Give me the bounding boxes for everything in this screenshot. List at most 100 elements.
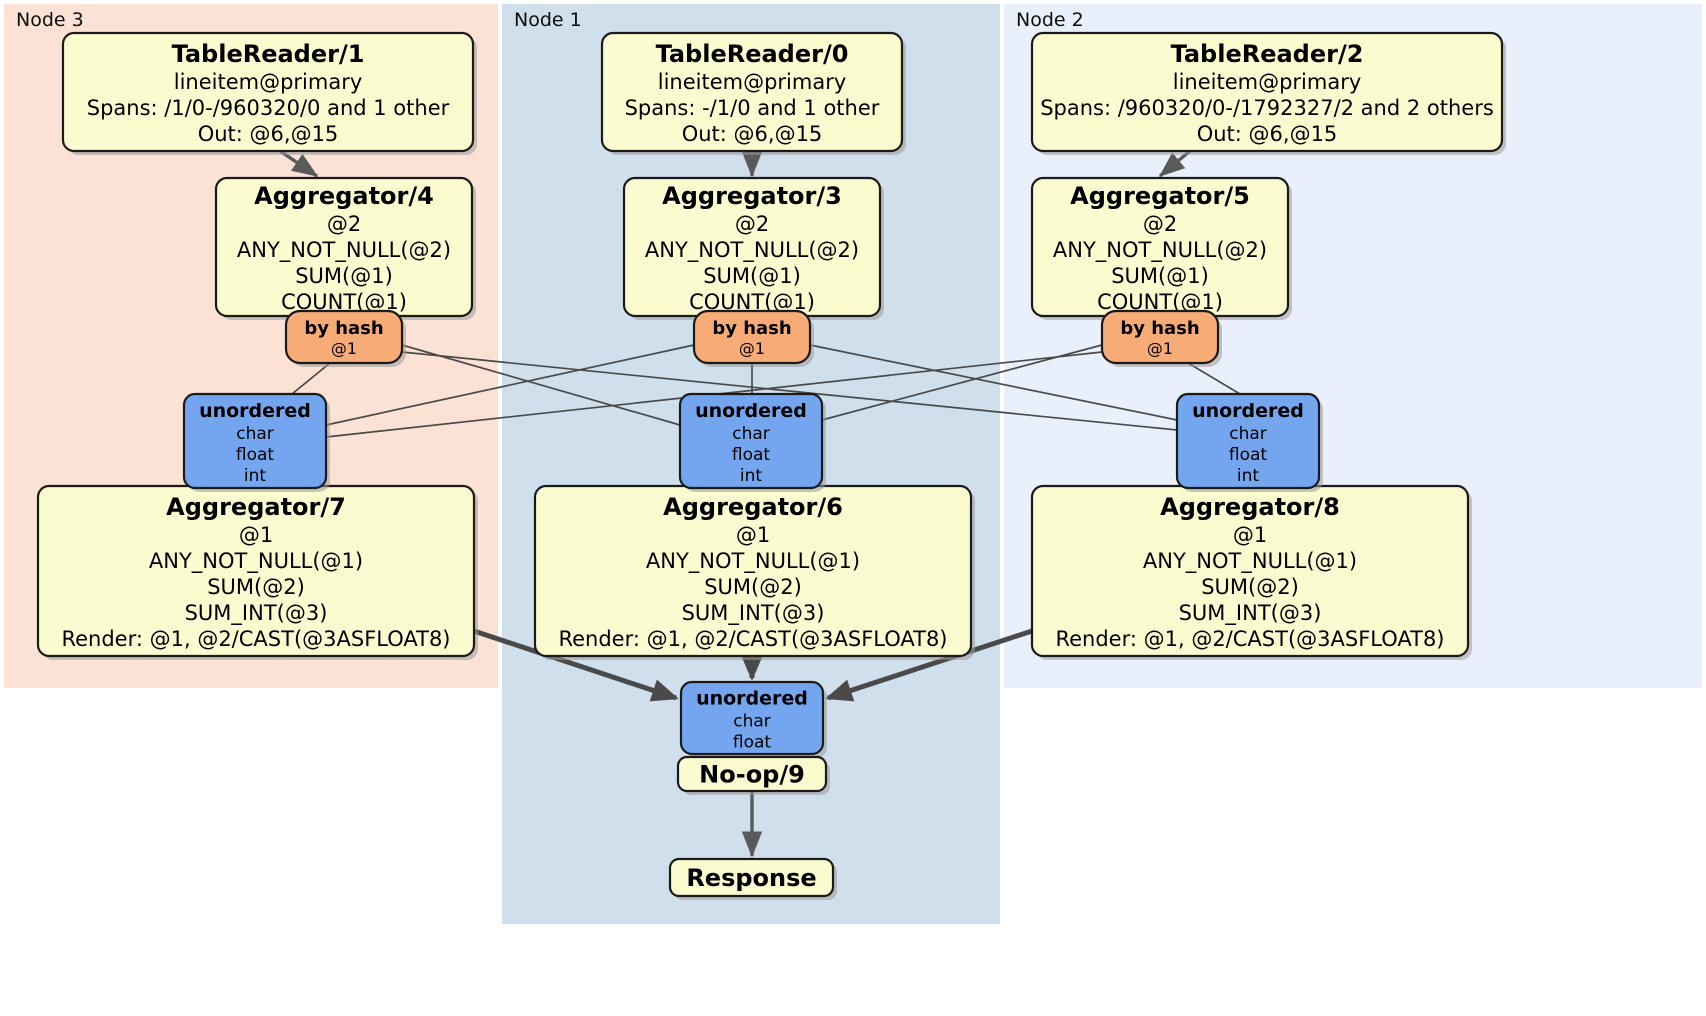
edge-router2-to-recv2 <box>1187 362 1241 395</box>
processor-detail-line: SUM_INT(@3) <box>682 601 825 626</box>
processor-aggregator-8[interactable]: Aggregator/8@1ANY_NOT_NULL(@1)SUM(@2)SUM… <box>1030 484 1472 660</box>
processor-detail-line: Spans: /1/0-/960320/0 and 1 other <box>87 96 450 120</box>
processor-aggregator-6[interactable]: Aggregator/6@1ANY_NOT_NULL(@1)SUM(@2)SUM… <box>533 484 975 660</box>
processor-title: TableReader/1 <box>172 40 365 68</box>
processor-detail-line: Out: @6,@15 <box>682 122 823 146</box>
processor-title: Aggregator/6 <box>663 493 843 521</box>
processor-detail-line: @1 <box>736 523 770 547</box>
receiver-detail-line: int <box>740 466 762 486</box>
terminal-no-op-9[interactable]: No-op/9 <box>676 755 830 795</box>
processor-detail-line: Render: @1, @2/CAST(@3ASFLOAT8) <box>61 627 450 651</box>
box-body <box>1100 309 1220 365</box>
receiver-detail-line: float <box>733 733 772 753</box>
box-body <box>1175 392 1321 490</box>
processor-aggregator-4[interactable]: Aggregator/4@2ANY_NOT_NULL(@2)SUM(@1)COU… <box>214 176 476 320</box>
box-body <box>676 755 828 793</box>
processor-detail-line: SUM_INT(@3) <box>1179 601 1322 626</box>
box-body <box>692 309 812 365</box>
processor-aggregator-7[interactable]: Aggregator/7@1ANY_NOT_NULL(@1)SUM(@2)SUM… <box>36 484 478 660</box>
processor-detail-line: @2 <box>1143 212 1177 236</box>
edge-router3-to-recv3 <box>291 362 331 395</box>
router-router-node2[interactable]: by hash@1 <box>1100 309 1222 367</box>
router-detail-line: @1 <box>739 339 765 358</box>
receiver-detail-line: char <box>236 424 274 444</box>
processor-detail-line: ANY_NOT_NULL(@1) <box>646 549 860 574</box>
edge-router3-to-recv1 <box>401 344 681 426</box>
processor-detail-line: ANY_NOT_NULL(@2) <box>237 238 451 263</box>
processor-detail-line: Render: @1, @2/CAST(@3ASFLOAT8) <box>1055 627 1444 651</box>
router-router-node3[interactable]: by hash@1 <box>284 309 406 367</box>
edge-router1-to-recv3 <box>325 344 695 426</box>
processor-detail-line: @1 <box>1233 523 1267 547</box>
processor-detail-line: SUM(@1) <box>703 264 801 288</box>
receiver-detail-line: int <box>1237 466 1259 486</box>
router-detail-line: @1 <box>1147 339 1173 358</box>
processor-title: Aggregator/7 <box>166 493 346 521</box>
receiver-detail-line: float <box>236 445 275 465</box>
edge-agg7-to-final <box>473 628 679 702</box>
processor-detail-line: SUM(@1) <box>295 264 393 288</box>
processor-detail-line: @2 <box>327 212 361 236</box>
processor-detail-line: lineitem@primary <box>174 70 363 94</box>
processor-title: TableReader/0 <box>656 40 849 68</box>
router-title: by hash <box>712 318 791 339</box>
panel-label: Node 2 <box>1016 9 1084 31</box>
box-body <box>61 31 475 153</box>
router-router-node1[interactable]: by hash@1 <box>692 309 814 367</box>
edge-router3-to-recv2 <box>401 351 1178 431</box>
processor-detail-line: @1 <box>239 523 273 547</box>
processor-detail-line: Spans: /960320/0-/1792327/2 and 2 others <box>1040 96 1494 120</box>
processor-detail-line: ANY_NOT_NULL(@2) <box>1053 238 1267 263</box>
processor-detail-line: lineitem@primary <box>1173 70 1362 94</box>
box-body <box>679 680 825 756</box>
processor-detail-line: ANY_NOT_NULL(@1) <box>149 549 363 574</box>
processor-title: Aggregator/5 <box>1070 182 1250 210</box>
processor-detail-line: ANY_NOT_NULL(@2) <box>645 238 859 263</box>
receiver-detail-line: char <box>732 424 770 444</box>
processor-detail-line: lineitem@primary <box>658 70 847 94</box>
box-body <box>668 857 835 898</box>
terminal-response[interactable]: Response <box>668 857 837 900</box>
edge-tr2-to-agg5 <box>1158 149 1192 178</box>
box-body <box>284 309 404 365</box>
box-body <box>678 392 824 490</box>
box-body <box>182 392 328 490</box>
processor-detail-line: Out: @6,@15 <box>198 122 339 146</box>
processor-detail-line: @2 <box>735 212 769 236</box>
processor-title: TableReader/2 <box>1171 40 1364 68</box>
receiver-detail-line: char <box>1229 424 1267 444</box>
processor-detail-line: SUM(@2) <box>207 575 305 599</box>
processor-aggregator-5[interactable]: Aggregator/5@2ANY_NOT_NULL(@2)SUM(@1)COU… <box>1030 176 1292 320</box>
processor-detail-line: Render: @1, @2/CAST(@3ASFLOAT8) <box>558 627 947 651</box>
terminal-title: Response <box>686 864 816 892</box>
edge-router1-to-recv2 <box>809 344 1178 421</box>
processor-aggregator-3[interactable]: Aggregator/3@2ANY_NOT_NULL(@2)SUM(@1)COU… <box>622 176 884 320</box>
processor-detail-line: Spans: -/1/0 and 1 other <box>625 96 880 120</box>
router-title: by hash <box>1120 318 1199 339</box>
edges-layer <box>279 149 1241 858</box>
processor-title: Aggregator/3 <box>662 182 842 210</box>
receiver-title: unordered <box>695 400 807 422</box>
receiver-detail-line: float <box>732 445 771 465</box>
processor-title: Aggregator/8 <box>1160 493 1340 521</box>
processor-detail-line: ANY_NOT_NULL(@1) <box>1143 549 1357 574</box>
router-detail-line: @1 <box>331 339 357 358</box>
edge-agg8-to-final <box>825 628 1033 702</box>
router-title: by hash <box>304 318 383 339</box>
processor-detail-line: SUM(@2) <box>704 575 802 599</box>
box-body <box>600 31 904 153</box>
processor-detail-line: SUM(@2) <box>1201 575 1299 599</box>
terminal-title: No-op/9 <box>699 761 805 789</box>
receiver-detail-line: char <box>733 712 771 732</box>
processor-detail-line: SUM_INT(@3) <box>185 601 328 626</box>
